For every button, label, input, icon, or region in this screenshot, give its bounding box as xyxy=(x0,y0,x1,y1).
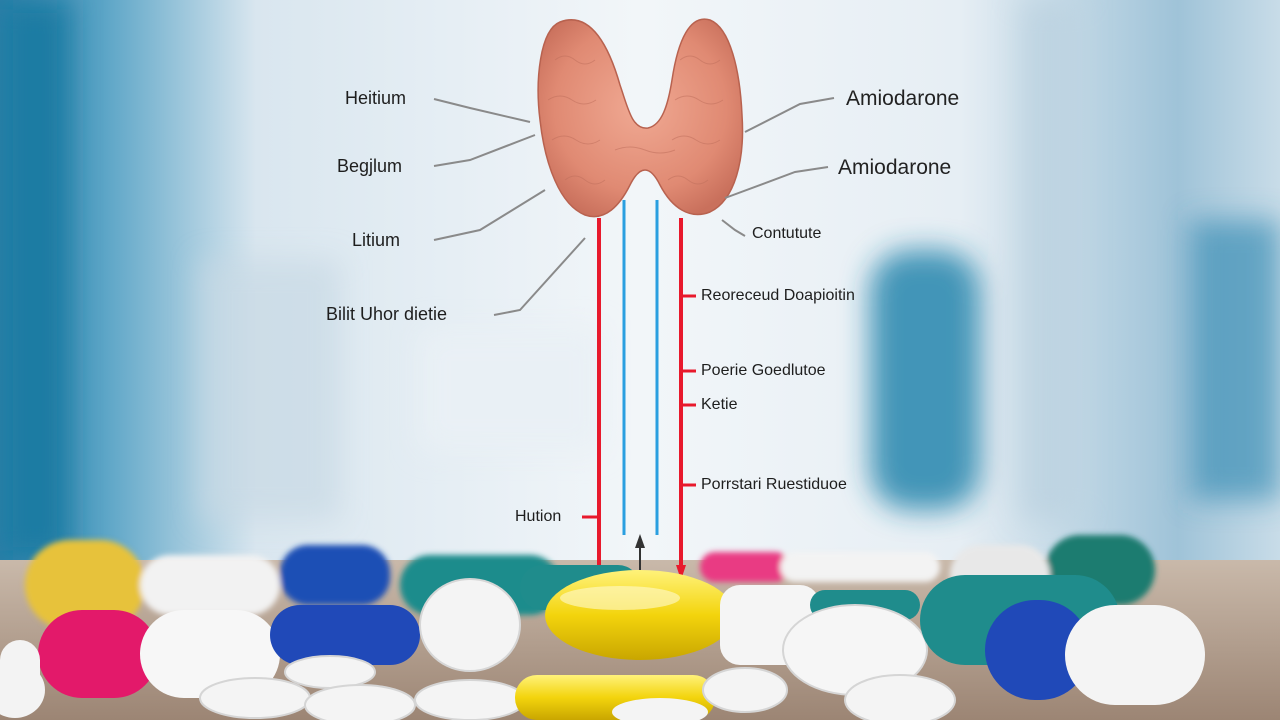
label-right-7: Porrstari Ruestiduoe xyxy=(701,476,847,493)
pointer-lines xyxy=(433,97,835,316)
label-left-1: Heitium xyxy=(345,88,407,108)
label-right-1: Amiodarone xyxy=(846,87,960,110)
label-left-5: Hution xyxy=(515,508,562,525)
thyroid-gland-icon xyxy=(537,18,744,218)
label-right-2: Amiodarone xyxy=(838,156,952,179)
up-arrow-icon xyxy=(635,534,645,575)
label-right-3: Contutute xyxy=(752,225,822,242)
label-left-2: Begjlum xyxy=(337,156,403,176)
vertical-lines xyxy=(582,200,696,580)
label-right-6: Ketie xyxy=(701,396,738,413)
label-right-4: Reoreceud Doapioitin xyxy=(701,287,855,304)
background-blur-shapes xyxy=(0,0,1280,560)
label-left-3: Litium xyxy=(352,230,401,250)
pill-capsule-icon xyxy=(0,535,1205,720)
label-right-5: Poerie Goedlutoe xyxy=(701,362,826,379)
label-left-4: Bilit Uhor dietie xyxy=(326,304,448,324)
